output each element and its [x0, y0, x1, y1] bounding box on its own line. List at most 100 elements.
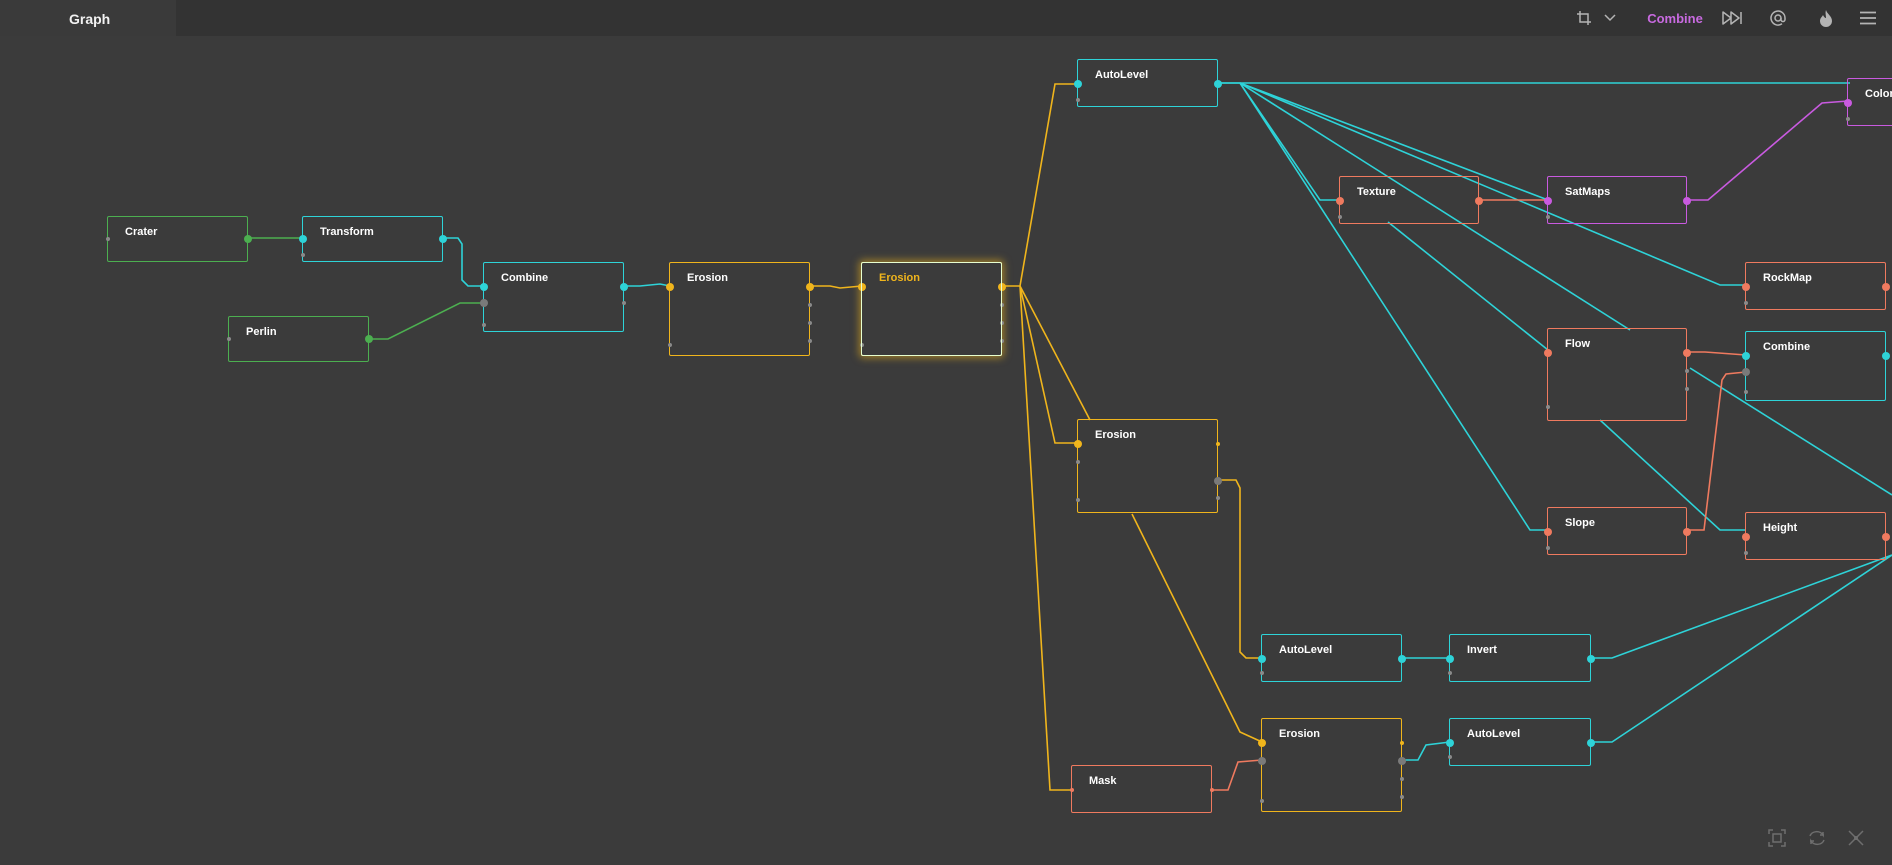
- mask-port[interactable]: [1260, 671, 1264, 675]
- node-flow[interactable]: Flow: [1544, 328, 1691, 421]
- crop-icon[interactable]: [1574, 6, 1594, 30]
- input-port[interactable]: [299, 235, 307, 243]
- output-port-2[interactable]: [808, 303, 812, 307]
- output-port[interactable]: [998, 283, 1006, 291]
- mask-port-2[interactable]: [1076, 498, 1080, 502]
- node-texture[interactable]: Texture: [1336, 176, 1483, 224]
- mask-port[interactable]: [1546, 405, 1550, 409]
- output-port-2[interactable]: [1685, 369, 1689, 373]
- mask-port[interactable]: [1076, 460, 1080, 464]
- output-port[interactable]: [1216, 442, 1220, 446]
- output-port-4[interactable]: [808, 339, 812, 343]
- chevron-down-icon[interactable]: [1600, 6, 1620, 30]
- input-port-2[interactable]: [1742, 368, 1750, 376]
- output-port[interactable]: [1587, 655, 1595, 663]
- output-port[interactable]: [1210, 788, 1214, 792]
- menu-icon[interactable]: [1856, 6, 1880, 30]
- input-port[interactable]: [1544, 528, 1552, 536]
- output-port[interactable]: [1882, 283, 1890, 291]
- output-port[interactable]: [620, 283, 628, 291]
- output-port[interactable]: [1587, 739, 1595, 747]
- node-rockmap[interactable]: RockMap: [1742, 262, 1890, 310]
- output-port[interactable]: [1214, 80, 1222, 88]
- mask-port[interactable]: [668, 343, 672, 347]
- output-port[interactable]: [1400, 741, 1404, 745]
- output-port-4[interactable]: [1400, 795, 1404, 799]
- mask-port[interactable]: [1448, 671, 1452, 675]
- output-port[interactable]: [365, 335, 373, 343]
- input-port[interactable]: [1074, 80, 1082, 88]
- input-port[interactable]: [1074, 440, 1082, 448]
- input-port[interactable]: [227, 337, 231, 341]
- node-transform[interactable]: Transform: [299, 216, 447, 262]
- mask-port[interactable]: [1258, 757, 1266, 765]
- mask-port[interactable]: [301, 253, 305, 257]
- input-port-2[interactable]: [480, 299, 488, 307]
- mask-port[interactable]: [1846, 117, 1850, 121]
- node-height[interactable]: Height: [1742, 512, 1890, 560]
- output-port[interactable]: [1882, 352, 1890, 360]
- mask-port[interactable]: [860, 343, 864, 347]
- node-erosion[interactable]: Erosion: [666, 262, 814, 356]
- input-port[interactable]: [1742, 283, 1750, 291]
- frame-all-icon[interactable]: [1766, 827, 1788, 849]
- node-erosion-selected[interactable]: Erosion: [858, 262, 1006, 356]
- combine-mode-button[interactable]: Combine: [1640, 6, 1710, 30]
- mask-port[interactable]: [1546, 546, 1550, 550]
- tab-graph[interactable]: Graph: [0, 0, 176, 36]
- input-port[interactable]: [1544, 349, 1552, 357]
- mask-port[interactable]: [1076, 98, 1080, 102]
- output-port[interactable]: [1683, 349, 1691, 357]
- output-port[interactable]: [1683, 197, 1691, 205]
- input-port[interactable]: [1446, 655, 1454, 663]
- node-crater[interactable]: Crater: [106, 216, 252, 262]
- refresh-icon[interactable]: [1806, 827, 1828, 849]
- node-combine-2[interactable]: Combine: [1742, 331, 1890, 401]
- input-port[interactable]: [1446, 739, 1454, 747]
- node-autolevel-mid[interactable]: AutoLevel: [1258, 634, 1406, 682]
- input-port[interactable]: [858, 283, 866, 291]
- output-port[interactable]: [1882, 533, 1890, 541]
- output-port-4[interactable]: [1000, 339, 1004, 343]
- output-port[interactable]: [806, 283, 814, 291]
- flame-icon[interactable]: [1814, 6, 1838, 30]
- input-port[interactable]: [480, 283, 488, 291]
- node-combine[interactable]: Combine: [480, 262, 628, 332]
- input-port[interactable]: [1336, 197, 1344, 205]
- node-satmaps[interactable]: SatMaps: [1544, 176, 1691, 224]
- output-port-2[interactable]: [1214, 477, 1222, 485]
- output-port[interactable]: [1475, 197, 1483, 205]
- input-port[interactable]: [1844, 99, 1852, 107]
- output-port-3[interactable]: [1685, 387, 1689, 391]
- input-port[interactable]: [1544, 197, 1552, 205]
- mask-port[interactable]: [1546, 215, 1550, 219]
- input-port[interactable]: [1258, 655, 1266, 663]
- output-port[interactable]: [244, 235, 252, 243]
- output-port-3[interactable]: [1216, 496, 1220, 500]
- input-port[interactable]: [666, 283, 674, 291]
- mask-port[interactable]: [1448, 755, 1452, 759]
- auto-arrange-icon[interactable]: [1845, 827, 1867, 849]
- node-erosion-2[interactable]: Erosion: [1074, 419, 1222, 513]
- mask-port[interactable]: [1338, 215, 1342, 219]
- mask-port[interactable]: [1744, 551, 1748, 555]
- output-port-2[interactable]: [1398, 757, 1406, 765]
- input-port[interactable]: [106, 237, 110, 241]
- node-slope[interactable]: Slope: [1544, 507, 1691, 555]
- output-port-3[interactable]: [808, 321, 812, 325]
- input-port[interactable]: [1070, 788, 1074, 792]
- mask-port[interactable]: [482, 323, 486, 327]
- mask-port[interactable]: [1744, 301, 1748, 305]
- output-port[interactable]: [1398, 655, 1406, 663]
- output-port[interactable]: [1683, 528, 1691, 536]
- at-icon[interactable]: [1766, 6, 1790, 30]
- output-port-3[interactable]: [1400, 777, 1404, 781]
- input-port[interactable]: [1742, 352, 1750, 360]
- output-port-2[interactable]: [1000, 303, 1004, 307]
- node-autolevel-bottom[interactable]: AutoLevel: [1446, 718, 1595, 766]
- input-port[interactable]: [1258, 739, 1266, 747]
- node-erosion-3[interactable]: Erosion: [1258, 718, 1406, 812]
- output-port-2[interactable]: [622, 301, 626, 305]
- mask-port-2[interactable]: [1260, 799, 1264, 803]
- play-forward-icon[interactable]: [1720, 6, 1744, 30]
